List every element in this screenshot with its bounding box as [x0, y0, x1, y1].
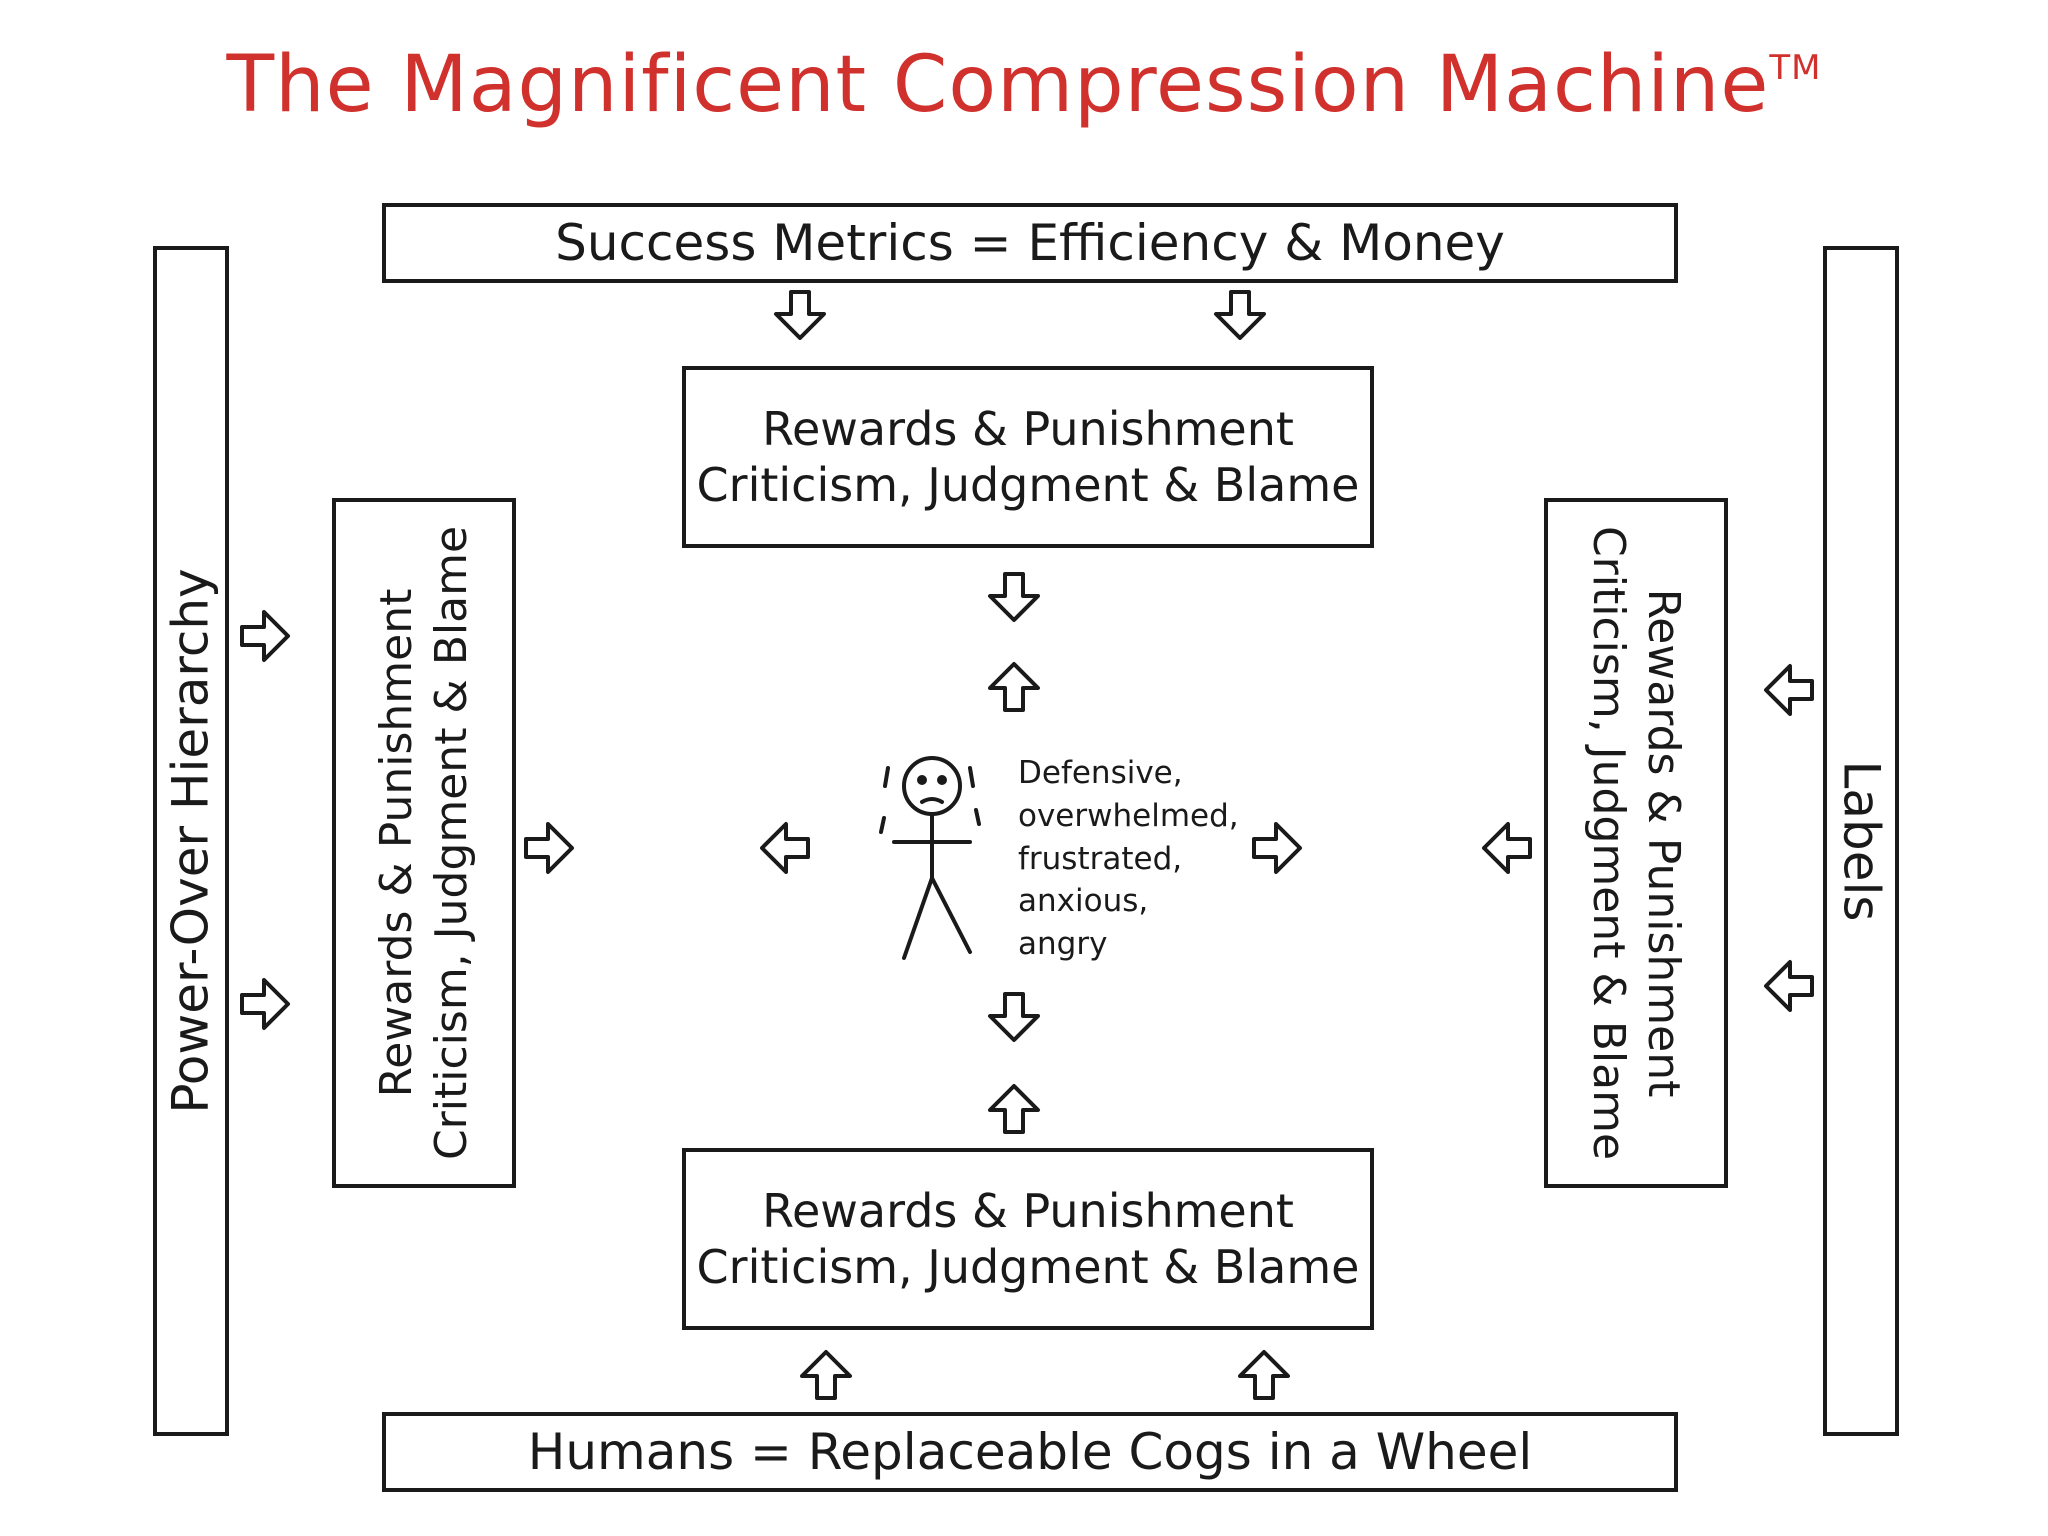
right-rewards-box: Rewards & Punishment Criticism, Judgment…: [1544, 498, 1728, 1188]
arrow-left-icon: [1764, 960, 1814, 1012]
trademark-mark: TM: [1769, 48, 1822, 88]
humans-cogs-label: Humans = Replaceable Cogs in a Wheel: [527, 1423, 1533, 1481]
arrow-left-icon: [760, 822, 810, 874]
arrow-right-icon: [1252, 822, 1302, 874]
feelings-list: Defensive, overwhelmed, frustrated, anxi…: [1018, 752, 1239, 966]
feeling-overwhelmed: overwhelmed,: [1018, 797, 1239, 834]
arrow-down-icon: [774, 290, 826, 340]
arrow-right-icon: [240, 610, 290, 662]
arrow-down-icon: [988, 992, 1040, 1042]
diagram-title: The Magnificent Compression MachineTM: [0, 40, 2048, 130]
left-rewards-box: Rewards & Punishment Criticism, Judgment…: [332, 498, 516, 1188]
stressed-person-icon: [879, 756, 981, 960]
feeling-frustrated: frustrated,: [1018, 840, 1183, 877]
arrow-down-icon: [1214, 290, 1266, 340]
arrow-left-icon: [1764, 664, 1814, 716]
title-text: The Magnificent Compression Machine: [226, 40, 1770, 130]
top-rewards-line2: Criticism, Judgment & Blame: [696, 458, 1360, 512]
arrow-down-icon: [988, 572, 1040, 622]
arrow-right-icon: [524, 822, 574, 874]
bottom-rewards-box: Rewards & Punishment Criticism, Judgment…: [682, 1148, 1374, 1330]
arrow-right-icon: [240, 978, 290, 1030]
success-metrics-label: Success Metrics = Efficiency & Money: [555, 214, 1505, 272]
arrow-up-icon: [988, 662, 1040, 712]
feeling-anxious: anxious,: [1018, 883, 1149, 920]
feeling-defensive: Defensive,: [1018, 755, 1183, 791]
feeling-angry: angry: [1018, 926, 1108, 963]
arrow-up-icon: [1238, 1350, 1290, 1400]
top-rewards-box: Rewards & Punishment Criticism, Judgment…: [682, 366, 1374, 548]
bottom-rewards-line1: Rewards & Punishment: [762, 1183, 1294, 1238]
humans-cogs-bar: Humans = Replaceable Cogs in a Wheel: [382, 1412, 1678, 1492]
power-over-hierarchy-bar: Power-Over Hierarchy: [153, 246, 229, 1436]
arrow-up-icon: [988, 1084, 1040, 1134]
labels-bar: Labels: [1823, 246, 1899, 1436]
arrow-up-icon: [800, 1350, 852, 1400]
top-rewards-line1: Rewards & Punishment: [762, 401, 1294, 456]
arrow-left-icon: [1482, 822, 1532, 874]
success-metrics-bar: Success Metrics = Efficiency & Money: [382, 203, 1678, 283]
bottom-rewards-line2: Criticism, Judgment & Blame: [696, 1240, 1360, 1294]
